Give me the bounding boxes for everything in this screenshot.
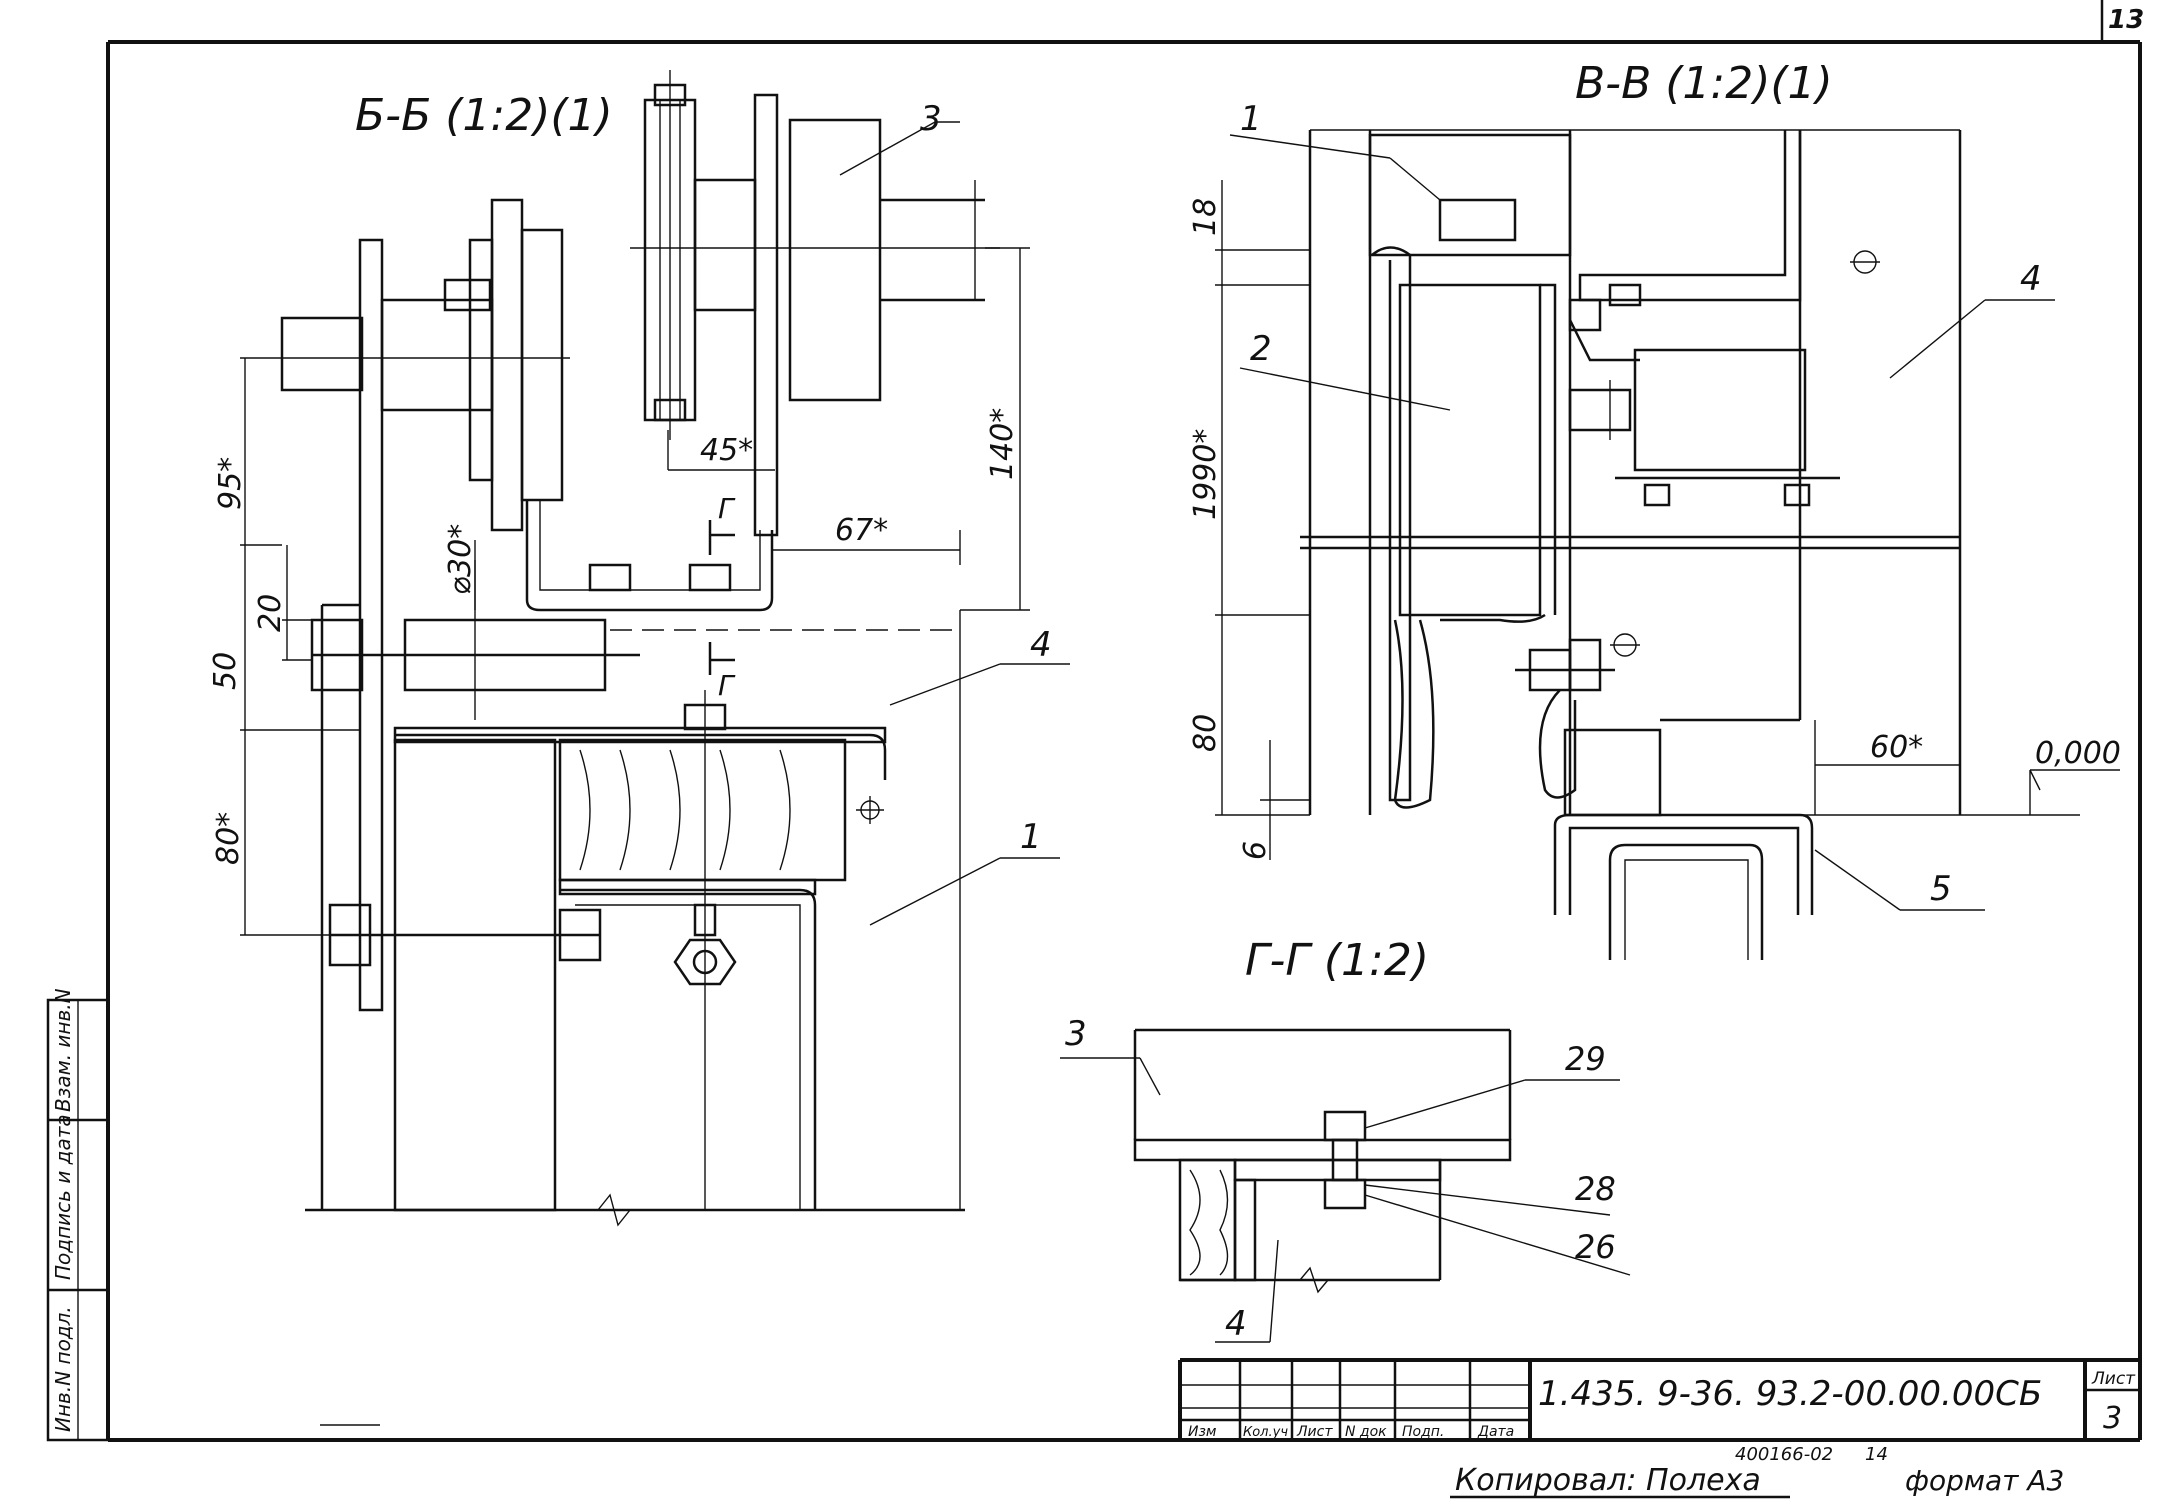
callout-gg-26: 26	[1575, 1228, 1616, 1266]
dim-bb-d30: ⌀30*	[443, 524, 478, 595]
dim-vv-80: 80	[1188, 714, 1223, 752]
dim-vv-18: 18	[1188, 198, 1223, 236]
callout-bb-1: 1	[1020, 817, 1042, 857]
callout-bb-3: 3	[920, 99, 942, 139]
dim-vv-60: 60*	[1870, 730, 1923, 765]
section-gg-drawing	[1060, 1028, 1631, 1343]
dim-bb-80: 80*	[211, 812, 246, 865]
col-izm: Изм	[1188, 1424, 1217, 1440]
col-ndok: N док	[1345, 1424, 1387, 1440]
title-block	[1178, 1358, 2140, 1440]
sheet-label: Лист	[2091, 1369, 2136, 1389]
section-bb-title: Б-Б (1:2)(1)	[355, 90, 613, 141]
col-data: Дата	[1477, 1424, 1514, 1440]
section-gg-title: Г-Г (1:2)	[1245, 935, 1429, 986]
callout-vv-1: 1	[1240, 99, 1262, 139]
dim-bb-20: 20	[253, 594, 288, 632]
stamp-vzam-inv: Взам. инв.N	[51, 988, 75, 1112]
dim-bb-67: 67*	[835, 513, 888, 548]
footer-order: 400166-02	[1735, 1444, 1833, 1465]
document-code: 1.435. 9-36. 93.2-00.00.00СБ	[1538, 1374, 2042, 1414]
callout-vv-4: 4	[2020, 259, 2042, 299]
section-vv-drawing	[1215, 129, 2120, 960]
dim-bb-50: 50	[208, 652, 243, 690]
callout-gg-28: 28	[1575, 1170, 1616, 1208]
stamp-inv-podl: Инв.N подл.	[51, 1306, 75, 1432]
sheet-frame	[46, 0, 2142, 1442]
level-mark: 0,000	[2035, 736, 2121, 771]
sheet-value: 3	[2103, 1401, 2122, 1436]
callout-gg-3: 3	[1065, 1014, 1087, 1054]
col-podp: Подп.	[1402, 1424, 1444, 1440]
dim-bb-45: 45*	[700, 433, 753, 468]
footer-order-sheet: 14	[1865, 1444, 1888, 1465]
footer-copied: Копировал: Полеха	[1455, 1463, 1761, 1498]
section-vv-title: В-В (1:2)(1)	[1575, 58, 1833, 109]
callout-gg-4: 4	[1225, 1304, 1247, 1344]
footer-format: формат А3	[1905, 1464, 2064, 1497]
callout-gg-29: 29	[1565, 1040, 1606, 1078]
dim-vv-1990: 1990*	[1188, 429, 1223, 520]
section-mark-g-bottom: Г	[718, 669, 736, 702]
callout-bb-4: 4	[1030, 625, 1052, 665]
callout-vv-2: 2	[1250, 329, 1272, 369]
section-mark-g-top: Г	[718, 492, 736, 525]
col-list: Лист	[1296, 1424, 1333, 1440]
dim-vv-6: 6	[1238, 841, 1273, 860]
dim-bb-95: 95*	[213, 457, 248, 510]
page-number: 13	[2108, 5, 2144, 35]
stamp-podpis-data: Подпись и дата	[51, 1114, 75, 1280]
dim-bb-140: 140*	[985, 408, 1020, 480]
callout-vv-5: 5	[1930, 869, 1952, 909]
col-kol: Кол.уч	[1243, 1425, 1288, 1440]
section-bb-drawing	[240, 70, 1070, 1227]
